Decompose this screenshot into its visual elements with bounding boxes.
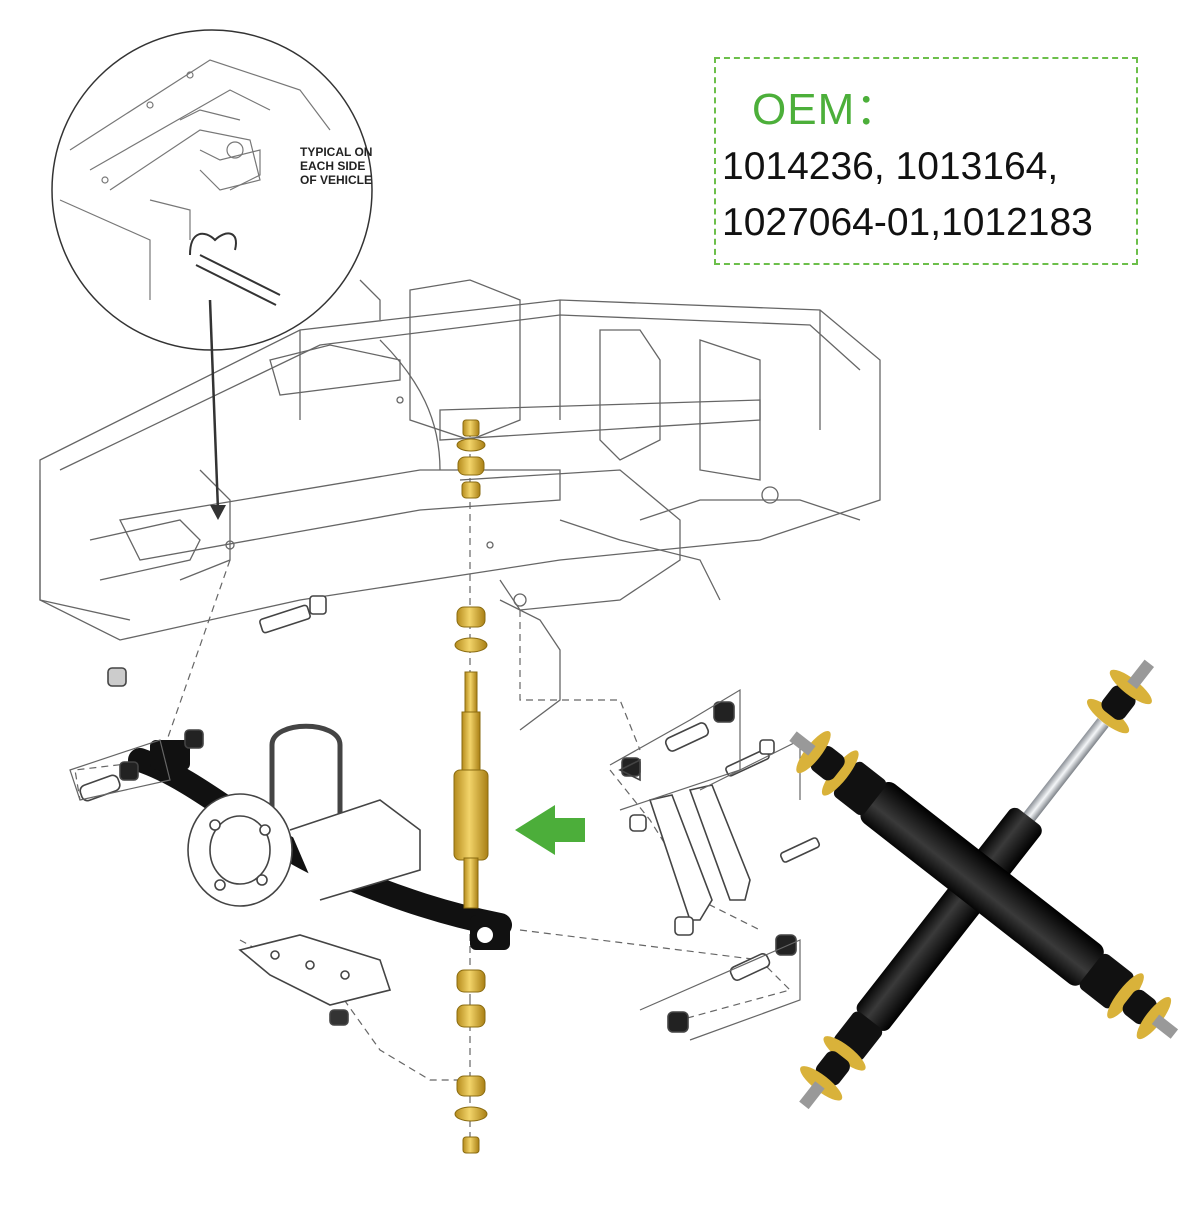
vehicle-frame bbox=[39, 279, 881, 731]
green-arrow-left-icon bbox=[515, 805, 585, 855]
callout-line-1: TYPICAL ON bbox=[300, 145, 373, 159]
spring-plate bbox=[238, 934, 392, 1026]
shackle-guide-boxes bbox=[69, 688, 801, 1041]
shock-exploded-stack bbox=[453, 419, 489, 1154]
left-hardware bbox=[79, 595, 327, 802]
callout-line-2: EACH SIDE bbox=[300, 159, 366, 173]
oem-info-box: OEM： 1014236, 1013164, 1027064-01,101218… bbox=[714, 57, 1138, 265]
callout-line-3: OF VEHICLE bbox=[300, 173, 373, 187]
shock-product-photo bbox=[789, 659, 1179, 1110]
right-shackle-hardware bbox=[618, 701, 821, 1033]
u-bolt bbox=[269, 723, 343, 830]
oem-title: OEM： bbox=[752, 85, 901, 134]
callout-label: TYPICAL ON EACH SIDE OF VEHICLE bbox=[300, 145, 410, 187]
axle-hub bbox=[187, 793, 421, 907]
callout-circle bbox=[51, 29, 373, 520]
oem-part-numbers-line-1: 1014236, 1013164, bbox=[722, 145, 1059, 188]
oem-part-numbers-line-2: 1027064-01,1012183 bbox=[722, 201, 1093, 244]
